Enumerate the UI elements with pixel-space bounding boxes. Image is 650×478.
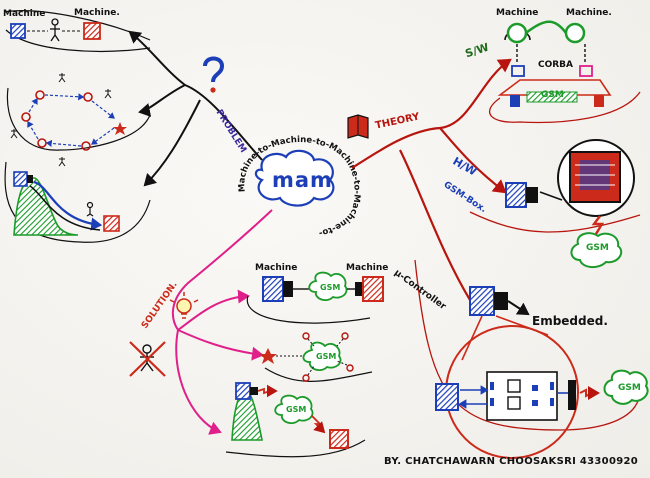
book-icon xyxy=(347,114,369,139)
solution-illustration-1 xyxy=(262,271,384,302)
solution-branch xyxy=(171,209,373,458)
mini-person-icons xyxy=(10,73,112,167)
center-title: mam xyxy=(272,168,333,192)
gsm-cloud-sol3 xyxy=(274,394,314,424)
solution-machine-1-label: Machine xyxy=(255,263,298,273)
problem-illustration-pair xyxy=(10,18,101,42)
problem-illustration-hill xyxy=(13,171,120,236)
gsm-sol2-label: GSM xyxy=(316,352,337,361)
embedded-label: Embedded. xyxy=(532,314,608,328)
machine-head-green-2 xyxy=(564,22,586,44)
solution-illustration-3 xyxy=(231,382,349,449)
question-mark-icon xyxy=(203,56,225,93)
gsm-sol1-label: GSM xyxy=(320,283,341,292)
gsm-cloud-sol2 xyxy=(302,341,342,371)
gsm-theory-label: GSM xyxy=(541,90,564,100)
gsm-cloud-hw xyxy=(570,232,623,268)
sw-illustration xyxy=(497,20,612,107)
theory-machine-1-label: Machine xyxy=(496,8,539,18)
machine-head-green xyxy=(506,22,528,44)
solution-machine-2-label: Machine xyxy=(346,263,389,273)
center-cloud xyxy=(254,149,335,207)
problem-machine-a-label: Machine xyxy=(3,9,46,19)
crossed-person-icon xyxy=(129,341,166,377)
gsm-cloud-sol1 xyxy=(308,271,348,301)
connector xyxy=(568,380,576,410)
gsm-cloud-controller xyxy=(603,369,649,405)
blue-machine xyxy=(10,23,26,39)
signal-zigzag xyxy=(591,215,605,235)
solution-illustration-2 xyxy=(259,332,354,382)
star-icon-2 xyxy=(259,348,277,364)
red-machine xyxy=(83,22,101,40)
problem-illustration-network xyxy=(10,73,127,167)
star-icon xyxy=(113,122,127,135)
theory-machine-2-label: Machine. xyxy=(566,8,612,18)
author-credit: BY. CHATCHAWARN CHOOSAKSRI 43300920 xyxy=(384,456,638,467)
gsm-hw-label: GSM xyxy=(586,243,609,253)
gsm-sol3-label: GSM xyxy=(286,405,307,414)
hw-illustration xyxy=(505,139,635,268)
controller-illustration xyxy=(435,286,649,459)
problem-machine-b-label: Machine. xyxy=(74,8,120,18)
lightbulb-icon xyxy=(169,292,199,319)
microcontroller-board xyxy=(486,371,558,421)
theory-branch xyxy=(351,58,641,431)
corba-label: CORBA xyxy=(538,60,574,70)
person-icon xyxy=(50,18,60,42)
gsm-controller-label: GSM xyxy=(618,383,641,393)
